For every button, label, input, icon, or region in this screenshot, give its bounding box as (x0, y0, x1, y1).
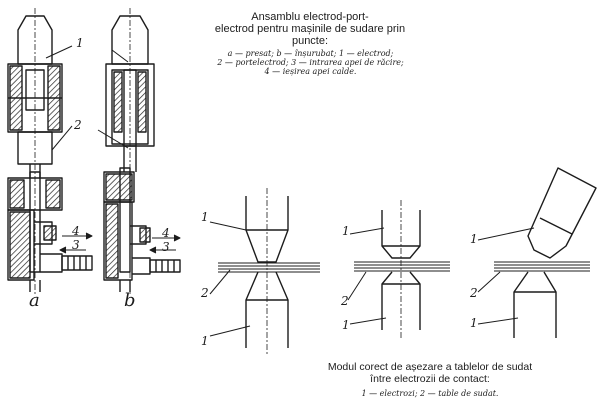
label-p1-mid: 2 (201, 286, 209, 300)
label-c-3: 3 (162, 240, 170, 254)
sheets-3 (494, 261, 590, 272)
label-p3-top: 1 (470, 232, 478, 246)
holder-b-base (103, 201, 133, 281)
label-p1-top: 1 (201, 210, 209, 224)
water-nozzle-a (40, 253, 63, 273)
electrode-lower-3 (513, 271, 557, 338)
assembly-a (7, 15, 93, 292)
label-b-3: 3 (72, 238, 80, 252)
panel-2 (354, 200, 450, 340)
label-a-2: 2 (74, 118, 82, 132)
holder-a-base (7, 209, 35, 281)
bottom-legend: 1 — electrozi; 2 — table de sudat. (361, 389, 499, 398)
label-b-4: 4 (72, 224, 80, 238)
panel-1 (218, 188, 320, 356)
top-legend: a — presat; b — înșurubat; 1 — electrod;… (208, 49, 413, 76)
panel-3 (494, 167, 597, 338)
top-legend-line-2: 2 — portelectrod; 3 — intrarea apei de r… (217, 58, 404, 67)
top-title: Ansamblu electrod-port- electrod pentru … (205, 11, 415, 47)
label-p3-bot: 1 (470, 316, 478, 330)
bottom-caption-line-2: între electrozii de contact: (370, 373, 490, 385)
top-title-line-1: Ansamblu electrod-port- (251, 11, 369, 23)
label-p3-mid: 2 (470, 286, 478, 300)
label-a: a (29, 290, 40, 311)
label-b: b (124, 290, 136, 311)
sheets-2 (354, 261, 450, 272)
electrode-upper-3 (527, 167, 597, 259)
label-c-4: 4 (162, 226, 170, 240)
top-legend-line-3: 4 — ieșirea apei calde. (264, 67, 357, 76)
water-nozzle-b (132, 257, 151, 275)
top-leaders (45, 45, 181, 254)
bottom-caption: Modul corect de așezare a tablelor de su… (300, 361, 560, 385)
label-p2-top: 1 (342, 224, 350, 238)
label-p2-mid: 2 (341, 294, 349, 308)
top-legend-line-1: a — presat; b — înșurubat; 1 — electrod; (227, 49, 394, 58)
label-p1-bot: 1 (201, 334, 209, 348)
label-p2-bot: 1 (342, 318, 350, 332)
sheets-1 (218, 262, 320, 273)
top-title-line-3: puncte: (291, 35, 329, 47)
top-title-line-2: electrod pentru mașinile de sudare prin (214, 23, 406, 35)
assembly-b (103, 15, 181, 292)
label-a-1: 1 (76, 36, 84, 50)
bottom-leaders (209, 221, 535, 337)
bottom-caption-line-1: Modul corect de așezare a tablelor de su… (327, 361, 533, 373)
